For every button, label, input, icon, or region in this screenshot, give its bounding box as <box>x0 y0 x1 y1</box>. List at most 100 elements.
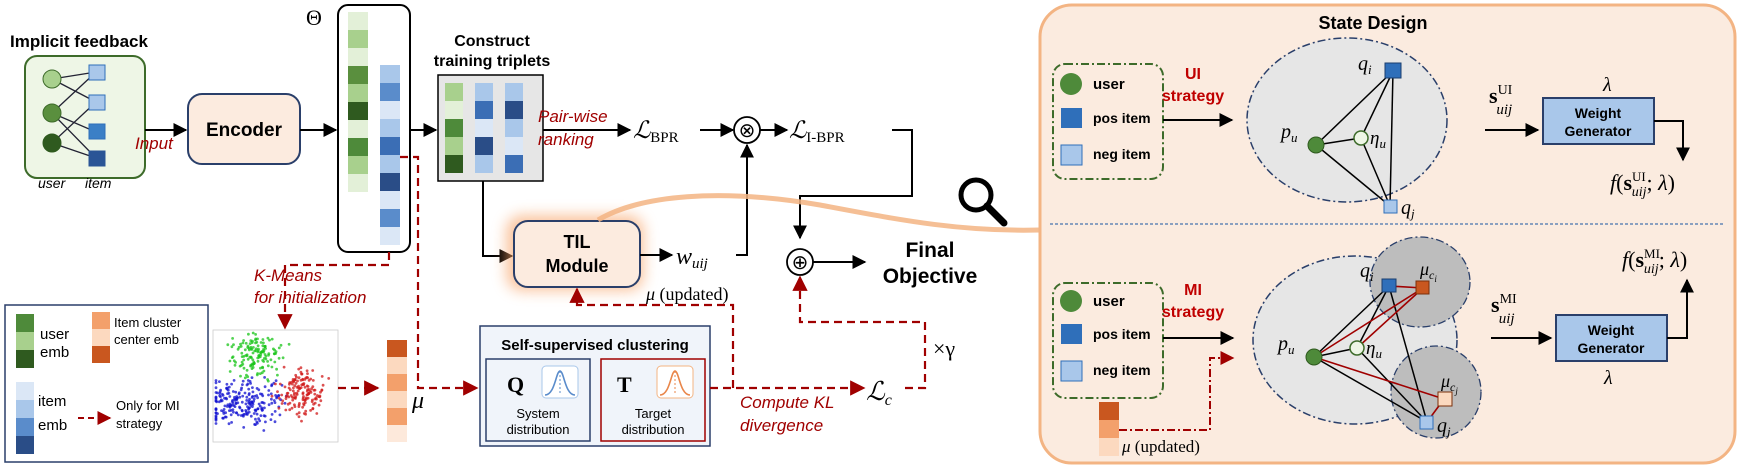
item-label: item <box>85 175 112 191</box>
ui-strategy-2: strategy <box>1162 88 1224 105</box>
scatter-point <box>230 345 234 349</box>
scatter-point <box>290 382 294 386</box>
scatter-point <box>296 379 299 383</box>
scatter-point <box>309 391 313 394</box>
scatter-point <box>313 388 317 392</box>
scatter-point <box>291 398 295 402</box>
scatter-point <box>310 387 313 391</box>
scatter-point <box>287 342 291 346</box>
scatter-point <box>239 345 243 348</box>
scatter-point <box>269 358 273 362</box>
scatter-point <box>262 369 266 373</box>
scatter-point <box>226 343 230 347</box>
scatter-point <box>256 344 260 348</box>
item-node-icon <box>88 64 106 81</box>
scatter-point <box>247 393 251 397</box>
scatter-point <box>282 365 286 369</box>
scatter-point <box>252 346 255 349</box>
scatter-point <box>272 399 276 402</box>
scatter-point <box>283 385 287 389</box>
scatter-point <box>214 386 218 390</box>
scatter-point <box>243 376 247 380</box>
scatter-point <box>274 379 278 383</box>
scatter-point <box>270 394 274 398</box>
scatter-point <box>263 344 267 348</box>
construct-label-2: training triplets <box>434 53 551 70</box>
scatter-point <box>261 359 265 362</box>
scatter-point <box>277 356 281 360</box>
scatter-point <box>249 364 253 368</box>
item-embedding-column <box>380 65 400 245</box>
scatter-point <box>259 341 263 344</box>
scatter-point <box>285 392 289 395</box>
scatter-point <box>276 373 279 377</box>
scatter-point <box>235 411 238 415</box>
scatter-point <box>251 401 254 405</box>
scatter-point <box>229 413 233 417</box>
scatter-point <box>236 413 240 417</box>
scatter-point <box>239 388 243 392</box>
multiply-symbol: ⊗ <box>739 120 756 142</box>
scatter-point <box>222 408 226 411</box>
scatter-point <box>233 405 237 408</box>
scatter-point <box>314 396 318 400</box>
scatter-point <box>227 422 231 426</box>
scatter-point <box>256 359 260 363</box>
scatter-point <box>267 403 271 407</box>
pairwise-label-2: ranking <box>538 130 594 149</box>
implicit-feedback: Implicit feedback user item <box>10 32 148 191</box>
weight-wuij: wuij <box>676 244 708 272</box>
scatter-point <box>231 390 235 393</box>
scatter-point <box>241 341 245 345</box>
scatter-point <box>256 396 259 400</box>
scatter-point <box>277 394 281 397</box>
scatter-point <box>268 338 271 342</box>
scatter-point <box>225 382 229 386</box>
scatter-point <box>214 422 218 425</box>
system-label-1: System <box>516 406 559 421</box>
scatter-point <box>224 396 228 400</box>
encoder-label: Encoder <box>206 120 283 141</box>
scatter-point <box>310 400 314 403</box>
scatter-point <box>233 395 236 399</box>
scatter-point <box>306 372 309 375</box>
scatter-point <box>247 401 251 405</box>
scatter-point <box>311 369 315 372</box>
loss-bpr: ℒBPR <box>633 118 679 146</box>
scatter-point <box>320 389 324 392</box>
scatter-point <box>297 405 301 408</box>
scatter-point <box>304 409 308 413</box>
scatter-point <box>259 366 262 370</box>
final-objective-2: Objective <box>883 265 978 288</box>
scatter-point <box>242 339 246 342</box>
scatter-point <box>295 391 299 395</box>
scatter-point <box>251 390 255 394</box>
scatter-point <box>261 401 265 404</box>
scatter-point <box>293 403 296 407</box>
scatter-point <box>254 333 257 336</box>
scatter-point <box>249 355 253 359</box>
scatter-point <box>258 355 262 359</box>
scatter-point <box>302 402 305 406</box>
scatter-point <box>288 388 292 392</box>
scatter-point <box>221 394 225 397</box>
til-label-1: TIL <box>564 232 591 252</box>
scatter-point <box>228 395 232 398</box>
scatter-point <box>274 352 278 355</box>
legend: user emb Item cluster center emb item em… <box>4 304 209 463</box>
triplet-columns <box>445 83 523 173</box>
scatter-point <box>251 395 255 398</box>
scatter-point <box>255 420 259 424</box>
ui-strategy-1: UI <box>1185 66 1201 83</box>
kmeans-scatter <box>212 329 339 443</box>
scatter-point <box>227 385 231 389</box>
scatter-point <box>262 348 265 351</box>
scatter-point <box>288 382 291 386</box>
mi-legend-user: user <box>1093 293 1125 310</box>
scatter-point <box>270 365 274 369</box>
scatter-point <box>254 349 258 353</box>
scatter-point <box>294 381 298 385</box>
